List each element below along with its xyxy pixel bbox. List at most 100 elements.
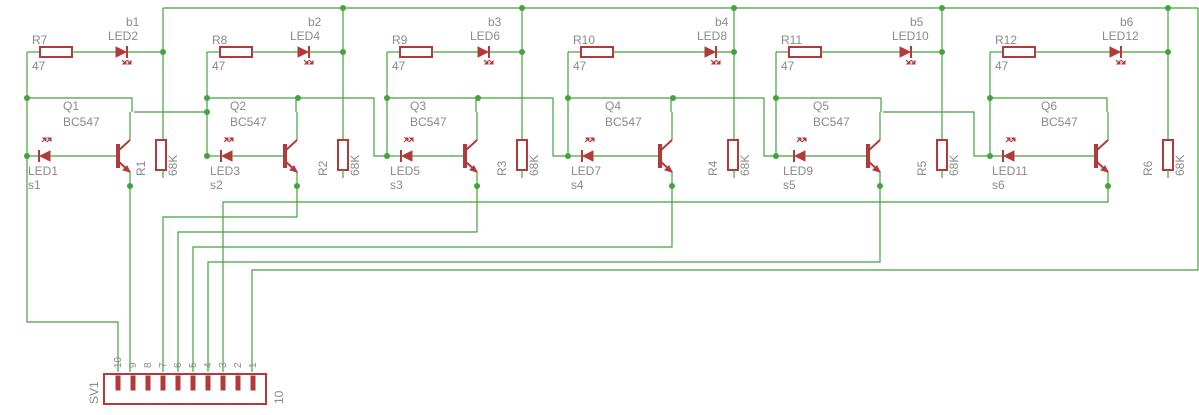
led-LED4 [297, 46, 310, 58]
wire-to-connector [26, 156, 119, 372]
transistor-type: BC547 [1041, 115, 1078, 129]
led-emission-arrowhead [796, 137, 802, 143]
junction-dot [1165, 5, 1171, 11]
transistor-Q5-collector [867, 139, 881, 152]
resistor-value: 68K [527, 155, 541, 176]
led-emission-arrowhead [121, 59, 127, 65]
led-output-label: b6 [1120, 15, 1134, 29]
led-label: LED6 [470, 29, 500, 43]
led-LED6 [477, 46, 490, 58]
wire-to-connector [162, 186, 298, 372]
led-emission-arrowhead [1120, 59, 1126, 65]
resistor-R4 [727, 139, 739, 171]
transistor-label: Q3 [410, 99, 426, 113]
transistor-type: BC547 [63, 115, 100, 129]
led-emission-arrowhead [41, 137, 47, 143]
resistor-label: R8 [212, 33, 228, 47]
led-LED9 [793, 150, 806, 162]
led-emission-arrowhead [46, 137, 52, 143]
led-output-label: b5 [910, 15, 924, 29]
junction-dot [670, 95, 676, 101]
led-emission-arrowhead [589, 137, 595, 143]
led-LED10 [899, 46, 912, 58]
connector-pin [250, 375, 256, 391]
connector-pin-count: 10 [272, 390, 286, 404]
resistor-R7 [39, 46, 73, 58]
transistor-label: Q1 [63, 99, 79, 113]
transistor-Q2-collector [284, 139, 298, 152]
wire [27, 97, 133, 112]
connector-pin-number: 5 [188, 362, 199, 368]
connector-pin [130, 375, 136, 391]
resistor-value: 68K [947, 155, 961, 176]
interstage-link [478, 97, 568, 157]
connector-pin-number: 8 [143, 362, 154, 368]
led-label: LED12 [1102, 29, 1139, 43]
led-emission-arrowhead [584, 137, 590, 143]
resistor-R6 [1162, 139, 1174, 171]
led-LED5 [400, 150, 413, 162]
led-emission-arrowhead [223, 137, 229, 143]
wire [387, 97, 477, 112]
led-emission-arrowhead [228, 137, 234, 143]
connector-pin-number: 4 [203, 362, 214, 368]
connector-pin-number: 3 [218, 362, 229, 368]
resistor-value: 68K [348, 155, 362, 176]
junction-dot [295, 95, 301, 101]
resistor-label: R9 [392, 33, 408, 47]
resistor-label: R2 [316, 160, 330, 176]
transistor-type: BC547 [813, 115, 850, 129]
transistor-Q5-emitter-arrow [872, 165, 881, 173]
led-input-label: s5 [783, 178, 796, 192]
wire-to-connector [177, 186, 478, 372]
transistor-Q3-emitter-arrow [469, 165, 478, 173]
supply-return [251, 8, 1199, 372]
led-emission-arrowhead [905, 59, 911, 65]
connector-pin [235, 375, 241, 391]
connector-pin-number: 6 [173, 362, 184, 368]
led-input-label: s6 [992, 178, 1005, 192]
junction-dot [340, 5, 346, 11]
led-LED1 [38, 150, 51, 162]
led-output-label: b2 [308, 15, 322, 29]
led-label: LED8 [697, 29, 727, 43]
connector-pin [190, 375, 196, 391]
transistor-type: BC547 [410, 115, 447, 129]
connector-pin [220, 375, 226, 391]
resistor-label: R10 [573, 33, 595, 47]
transistor-label: Q5 [813, 99, 829, 113]
led-label: LED10 [892, 29, 929, 43]
connector-pin [160, 375, 166, 391]
led-output-label: b3 [488, 15, 502, 29]
junction-dot [731, 5, 737, 11]
wire-to-connector [222, 186, 1109, 372]
led-emission-arrowhead [910, 59, 916, 65]
resistor-value: 47 [212, 59, 226, 73]
led-output-label: b1 [126, 15, 140, 29]
resistor-label: R5 [915, 160, 929, 176]
led-label: LED1 [28, 164, 58, 178]
connector-pin [175, 375, 181, 391]
connector-pin-number: 7 [158, 362, 169, 368]
transistor-type: BC547 [605, 115, 642, 129]
transistor-Q1-emitter-arrow [122, 165, 131, 173]
led-emission-arrowhead [303, 59, 309, 65]
resistor-value: 68K [738, 155, 752, 176]
resistor-value: 47 [392, 59, 406, 73]
wire-to-connector [192, 186, 673, 372]
connector-pin-number: 9 [128, 362, 139, 368]
led-emission-arrowhead [710, 59, 716, 65]
resistor-value: 47 [995, 59, 1009, 73]
led-emission-arrowhead [126, 59, 132, 65]
wire [776, 97, 882, 112]
resistor-label: R1 [134, 160, 148, 176]
led-input-label: s1 [28, 178, 41, 192]
resistor-label: R12 [995, 33, 1017, 47]
transistor-Q1-collector [117, 139, 131, 152]
resistor-R11 [788, 46, 822, 58]
led-emission-arrowhead [483, 59, 489, 65]
led-emission-arrowhead [408, 137, 414, 143]
wire-to-connector [207, 186, 881, 372]
interstage-link [298, 97, 387, 157]
